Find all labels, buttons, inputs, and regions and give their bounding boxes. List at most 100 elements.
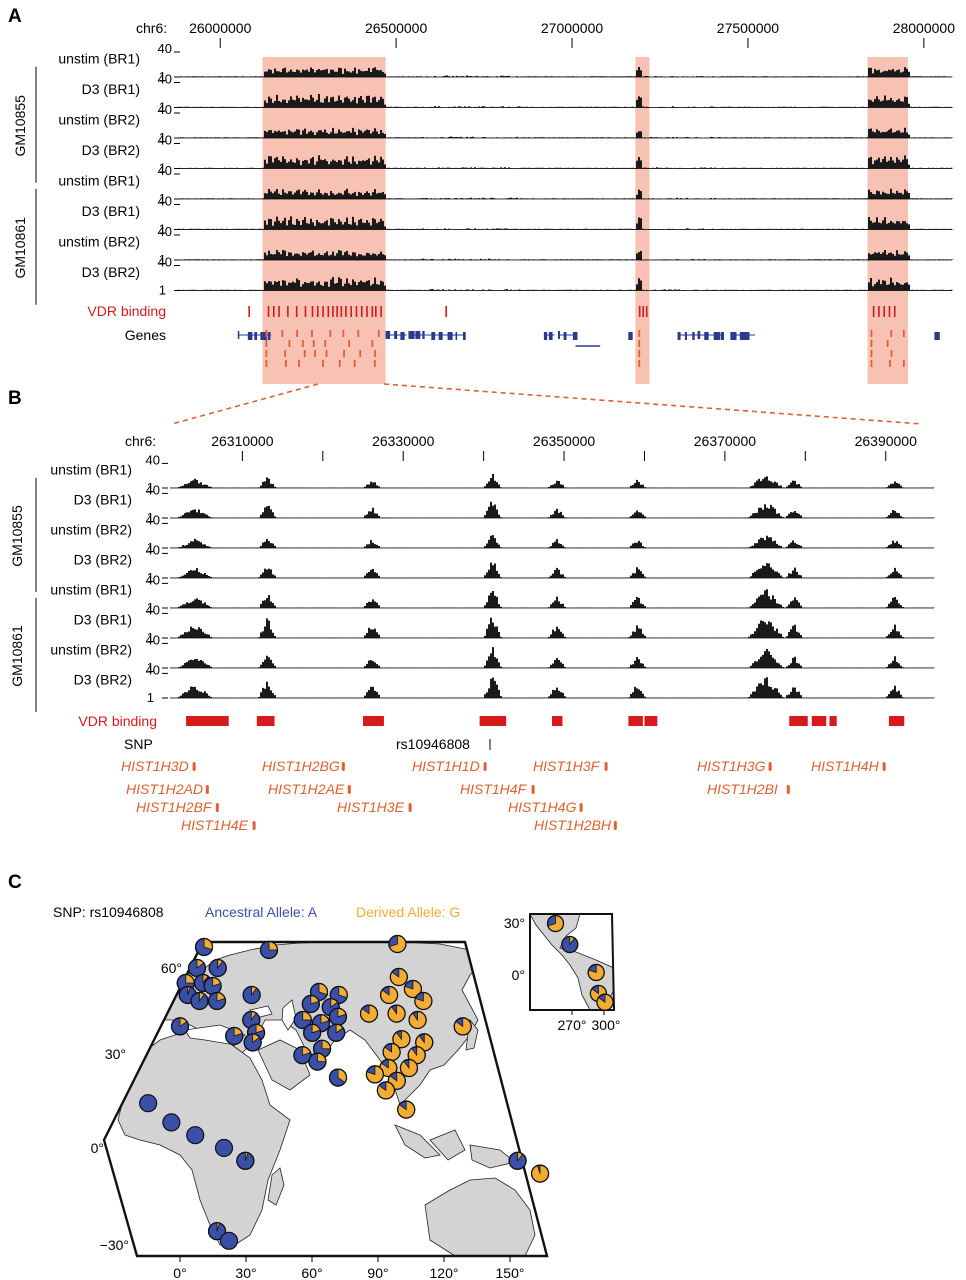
vdr-site-2 — [272, 306, 275, 317]
b-signal-0-2 — [170, 535, 936, 548]
b-track-label-0-2: unstim (BR2) — [50, 522, 132, 538]
gene-label-hist1h2ad: HIST1H2AD — [126, 781, 203, 797]
b-scale-top-0-0: 40 — [146, 453, 160, 468]
population-pie-0 — [194, 937, 214, 957]
vdr-site-6 — [304, 306, 307, 317]
gene-label-hist1h3g: HIST1H3G — [697, 758, 766, 774]
b-scale-bottom-1-2: 1 — [147, 660, 154, 675]
population-pie-13-outline — [225, 1026, 244, 1046]
population-pie-49 — [162, 1113, 181, 1132]
vdr-site-4 — [287, 306, 289, 317]
population-pie-45 — [376, 1081, 395, 1100]
hist-gene-glyph-2-3-903 — [902, 360, 905, 367]
b-vdr-region-5 — [628, 716, 643, 726]
zoom-connector-right — [383, 383, 923, 425]
gene-glyph-33 — [704, 332, 709, 340]
inset-population-pie-1 — [561, 935, 579, 954]
b-signal-0-1 — [170, 501, 936, 518]
a-signal-0-1 — [178, 93, 954, 108]
b-signal-1-3 — [170, 677, 936, 698]
lon-tick-label-1: 30° — [235, 1265, 256, 1280]
b-group-label-0: GM10855 — [9, 505, 25, 567]
b-vdr-region-7 — [789, 716, 808, 726]
vdr-site-24 — [642, 306, 644, 317]
population-pie-29-outline — [389, 967, 408, 987]
b-track-label-0-1: D3 (BR1) — [74, 492, 132, 508]
population-pie-51 — [214, 1138, 234, 1158]
population-pie-11 — [170, 1017, 190, 1036]
vdr-site-21 — [380, 306, 382, 317]
population-pies — [139, 934, 550, 1250]
gene-glyph-2 — [483, 762, 487, 771]
population-pie-3 — [208, 958, 227, 978]
a-track-label-1-2: unstim (BR2) — [58, 233, 140, 249]
b-scale-bottom-0-2: 1 — [147, 540, 154, 555]
b-track-label-1-3: D3 (BR2) — [74, 672, 132, 688]
lon-tick-label-2: 60° — [301, 1265, 322, 1280]
b-vdr-region-3 — [479, 716, 507, 726]
vdr-site-13 — [340, 306, 343, 317]
population-pie-0-outline — [194, 937, 214, 957]
population-pie-32-outline — [414, 991, 433, 1011]
population-pie-26-outline — [293, 1046, 312, 1065]
hist-gene-glyph-2-0-890 — [890, 330, 893, 337]
gene-glyph-8 — [400, 332, 405, 340]
vdr-site-17 — [360, 306, 363, 317]
ancestral-allele-legend: Ancestral Allele: A — [205, 904, 318, 920]
population-pie-34 — [387, 1004, 406, 1023]
hist-gene-glyph-0-2-374 — [374, 350, 377, 357]
panel-b-vdr-regions — [186, 716, 905, 726]
hist-gene-glyph-1-3-638 — [638, 360, 641, 367]
a-scale-top-1-2: 40 — [158, 224, 172, 239]
vdr-site-26 — [872, 306, 875, 317]
a-group-label-1: GM10861 — [12, 217, 28, 279]
vdr-site-10 — [327, 306, 330, 317]
gene-glyph-34 — [713, 332, 721, 340]
gene-glyph-4 — [768, 762, 772, 771]
population-pie-20 — [293, 1010, 312, 1030]
a-track-label-0-0: unstim (BR1) — [58, 50, 140, 66]
b-scale-top-0-2: 40 — [146, 513, 160, 528]
b-scale-bottom-0-1: 1 — [147, 510, 154, 525]
gene-glyph-5 — [882, 762, 886, 771]
population-pie-30-outline — [379, 985, 399, 1005]
lat-tick-label-3: −30° — [100, 1237, 129, 1253]
gene-label-hist1h2bf: HIST1H2BF — [136, 799, 213, 815]
b-signal-1-1 — [170, 617, 936, 638]
b-axis-tick-label-4: 26350000 — [533, 433, 596, 449]
hist-gene-glyph-0-1-302 — [301, 340, 304, 347]
b-track-label-0-3: D3 (BR2) — [74, 552, 132, 568]
panel-b-snp-name: rs10946808 — [396, 736, 470, 752]
vdr-site-0 — [248, 306, 250, 317]
vdr-site-3 — [278, 306, 280, 317]
hist-gene-glyph-0-0-357 — [357, 330, 360, 337]
lat-tick-label-0: 60° — [161, 960, 182, 976]
hist-gene-glyph-2-3-871 — [870, 360, 873, 367]
population-pie-49-ancestral — [162, 1113, 181, 1132]
gene-label-hist1h4e: HIST1H4E — [181, 817, 249, 833]
inset-population-pie-4 — [596, 993, 614, 1011]
b-scale-top-0-1: 40 — [146, 483, 160, 498]
population-pie-28-outline — [388, 934, 407, 954]
b-vdr-region-9 — [829, 716, 837, 726]
b-vdr-region-8 — [811, 716, 827, 726]
gene-glyph-31 — [692, 332, 695, 340]
hist-gene-glyph-0-0-329 — [329, 330, 332, 337]
a-track-label-1-0: unstim (BR1) — [58, 172, 140, 188]
population-pie-43 — [365, 1065, 385, 1084]
inset-population-pies — [546, 914, 614, 1011]
hist-gene-glyph-2-2-891 — [890, 350, 893, 357]
population-pie-42-outline — [399, 1058, 419, 1078]
hist-gene-glyph-2-0-903 — [902, 330, 905, 337]
population-pie-45-outline — [376, 1081, 395, 1100]
population-pie-23 — [303, 1023, 322, 1042]
a-scale-bottom-1-3: 1 — [159, 283, 166, 298]
hist-gene-glyph-0-0-296 — [296, 330, 299, 337]
population-pie-30 — [379, 985, 399, 1005]
population-pie-50 — [186, 1126, 205, 1145]
